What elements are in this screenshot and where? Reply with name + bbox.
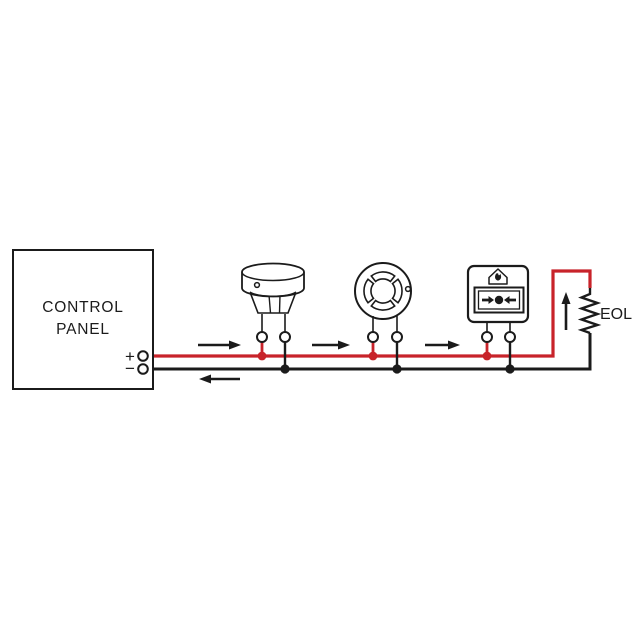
flow-arrow-right-2 (312, 340, 350, 350)
control-panel-label-line2: PANEL (56, 321, 110, 338)
press-dot (494, 295, 504, 305)
flow-arrow-right-3 (425, 340, 460, 350)
arrow-right-head (338, 340, 350, 350)
junction-dot-negative (392, 364, 402, 374)
detector-led-dot (253, 281, 261, 289)
junction-dot-negative (280, 364, 290, 374)
control-panel: CONTROL PANEL + − (12, 249, 154, 390)
detector-ring-segment-top (370, 271, 396, 283)
arrow-right-head (448, 340, 460, 350)
junction-dot-positive (368, 351, 378, 361)
eol-resistor: EOL (577, 288, 632, 335)
terminal-circle-left (256, 331, 268, 343)
terminal-circle-right (279, 331, 291, 343)
control-panel-label-line1: CONTROL (42, 299, 123, 316)
terminal-circle-left (367, 331, 379, 343)
manual-call-point (466, 264, 530, 374)
arrow-right-head (229, 340, 241, 350)
smoke-detector-top-icon (354, 262, 412, 320)
detector-ring-segment-right (391, 278, 403, 304)
negative-wire (147, 333, 592, 371)
junction-dot-negative (505, 364, 515, 374)
control-panel-box (12, 249, 154, 390)
detector-led-dot (404, 285, 412, 293)
arrow-up-head (561, 292, 571, 304)
flame-icon (495, 273, 502, 281)
detector-head-top-arc (249, 291, 297, 298)
detector-ring-segment-left (363, 278, 375, 304)
arrow-left-head (199, 374, 211, 384)
negative-terminal-label: − (125, 359, 135, 378)
detector-head-rib-2 (278, 294, 281, 314)
terminal-circle-right (504, 331, 516, 343)
flow-arrow-right-1 (198, 340, 241, 350)
smoke-detector-side (241, 262, 305, 374)
eol-resistor-icon (577, 288, 602, 335)
positive-terminal-label: + (125, 347, 135, 366)
detector-head-rib-1 (268, 294, 272, 314)
eol-label: EOL (600, 306, 632, 323)
flow-arrow-left-return (199, 374, 240, 384)
terminal-circle-right (391, 331, 403, 343)
junction-dot-positive (257, 351, 267, 361)
junction-dot-positive (482, 351, 492, 361)
press-arrow-left-icon (504, 296, 516, 304)
positive-wire (147, 269, 592, 358)
press-arrow-right-icon (482, 296, 494, 304)
panel-positive-terminal (137, 350, 149, 362)
flow-arrow-up-eol (561, 292, 571, 330)
panel-negative-terminal (137, 363, 149, 375)
smoke-detector-side-icon (249, 291, 297, 314)
reset-window-inner (477, 290, 521, 310)
smoke-detector-top (354, 262, 412, 374)
detector-base-rim (241, 271, 305, 282)
detector-ring-segment-bottom (370, 299, 396, 311)
terminal-circle-left (481, 331, 493, 343)
